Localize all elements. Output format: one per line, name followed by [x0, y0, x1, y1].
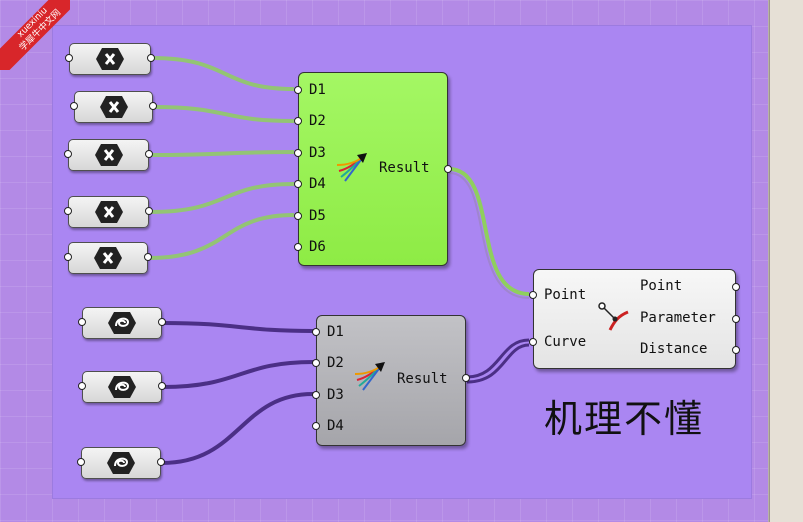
point-param[interactable]	[65, 43, 155, 75]
input-label: D3	[309, 145, 326, 161]
input-port-point[interactable]	[529, 291, 537, 299]
merge-arrow-icon	[336, 153, 367, 182]
output-port-distance[interactable]	[732, 346, 740, 354]
input-port-d5[interactable]	[294, 212, 302, 220]
input-label: D5	[309, 208, 326, 224]
wire	[448, 172, 530, 299]
input-port-d1[interactable]	[294, 86, 302, 94]
wire	[148, 213, 295, 260]
curve-param-icon	[107, 452, 135, 474]
param-input-port[interactable]	[78, 318, 86, 326]
output-label: Result	[379, 160, 430, 176]
point-param-icon	[94, 247, 122, 269]
wire	[151, 56, 295, 91]
wire	[466, 338, 530, 379]
wire	[448, 167, 530, 296]
output-port-result[interactable]	[444, 165, 452, 173]
param-output-port[interactable]	[158, 382, 166, 390]
merge-arrow-icon	[354, 362, 385, 391]
point-param[interactable]	[64, 196, 153, 228]
point-param[interactable]	[64, 139, 153, 171]
merge-component-green[interactable]: D1 D2 D3 D4 D5 D6 Result	[294, 72, 452, 266]
input-label-point: Point	[544, 287, 587, 303]
input-label-curve: Curve	[544, 334, 587, 350]
output-port-point[interactable]	[732, 283, 740, 291]
point-param[interactable]	[64, 242, 152, 274]
point-param-icon	[94, 144, 123, 166]
input-label: D2	[309, 113, 326, 129]
input-port-d2[interactable]	[294, 117, 302, 125]
input-port-d1[interactable]	[312, 328, 320, 336]
param-output-port[interactable]	[158, 318, 166, 326]
input-label: D1	[327, 324, 344, 340]
curve-param-icon	[108, 376, 136, 398]
side-panel	[768, 0, 803, 522]
param-output-port[interactable]	[144, 253, 152, 261]
param-output-port[interactable]	[145, 150, 153, 158]
param-output-port[interactable]	[157, 458, 165, 466]
curve-param[interactable]	[77, 447, 165, 479]
input-port-d2[interactable]	[312, 359, 320, 367]
curve-param[interactable]	[78, 307, 166, 339]
merge-component-gray[interactable]: D1 D2 D3 D4 Result	[312, 315, 470, 446]
param-output-port[interactable]	[149, 102, 157, 110]
input-port-d3[interactable]	[294, 149, 302, 157]
param-input-port[interactable]	[64, 150, 72, 158]
param-input-port[interactable]	[70, 102, 78, 110]
point-param-icon	[96, 48, 124, 70]
output-port-parameter[interactable]	[732, 315, 740, 323]
param-output-port[interactable]	[145, 207, 153, 215]
input-label: D4	[309, 176, 326, 192]
wire	[149, 182, 295, 214]
watermark-ribbon: xuexiniu 学犀牛中文网	[0, 0, 70, 70]
wire	[149, 150, 295, 157]
wire	[162, 321, 314, 333]
input-label: D6	[309, 239, 326, 255]
point-param-icon	[99, 96, 128, 118]
input-port-d4[interactable]	[294, 180, 302, 188]
curve-closest-point-component[interactable]: Point Curve Point Parameter Distance	[529, 269, 740, 369]
watermark-line2: 学犀牛中文网	[17, 7, 64, 54]
output-label-point: Point	[640, 278, 683, 294]
input-port-d6[interactable]	[294, 243, 302, 251]
output-port-result[interactable]	[462, 374, 470, 382]
wire	[161, 392, 314, 465]
output-label-parameter: Parameter	[640, 310, 716, 326]
input-label: D4	[327, 418, 344, 434]
point-param-icon	[94, 201, 123, 223]
input-label: D1	[309, 82, 326, 98]
param-input-port[interactable]	[78, 382, 86, 390]
param-output-port[interactable]	[147, 54, 155, 62]
input-port-d3[interactable]	[312, 391, 320, 399]
annotation-text: 机理不懂	[544, 397, 705, 441]
curve-closest-point-icon	[598, 302, 629, 331]
param-input-port[interactable]	[65, 54, 73, 62]
param-input-port[interactable]	[64, 253, 72, 261]
wire	[162, 360, 314, 389]
param-input-port[interactable]	[77, 458, 85, 466]
param-input-port[interactable]	[64, 207, 72, 215]
input-port-d4[interactable]	[312, 422, 320, 430]
input-port-curve[interactable]	[529, 338, 537, 346]
input-label: D2	[327, 355, 344, 371]
curve-param-icon	[108, 312, 136, 334]
point-param[interactable]	[70, 91, 157, 123]
wire	[152, 105, 295, 123]
output-label-distance: Distance	[640, 341, 708, 357]
curve-param[interactable]	[78, 371, 166, 403]
wire	[466, 343, 530, 384]
input-label: D3	[327, 387, 344, 403]
output-label: Result	[397, 371, 448, 387]
